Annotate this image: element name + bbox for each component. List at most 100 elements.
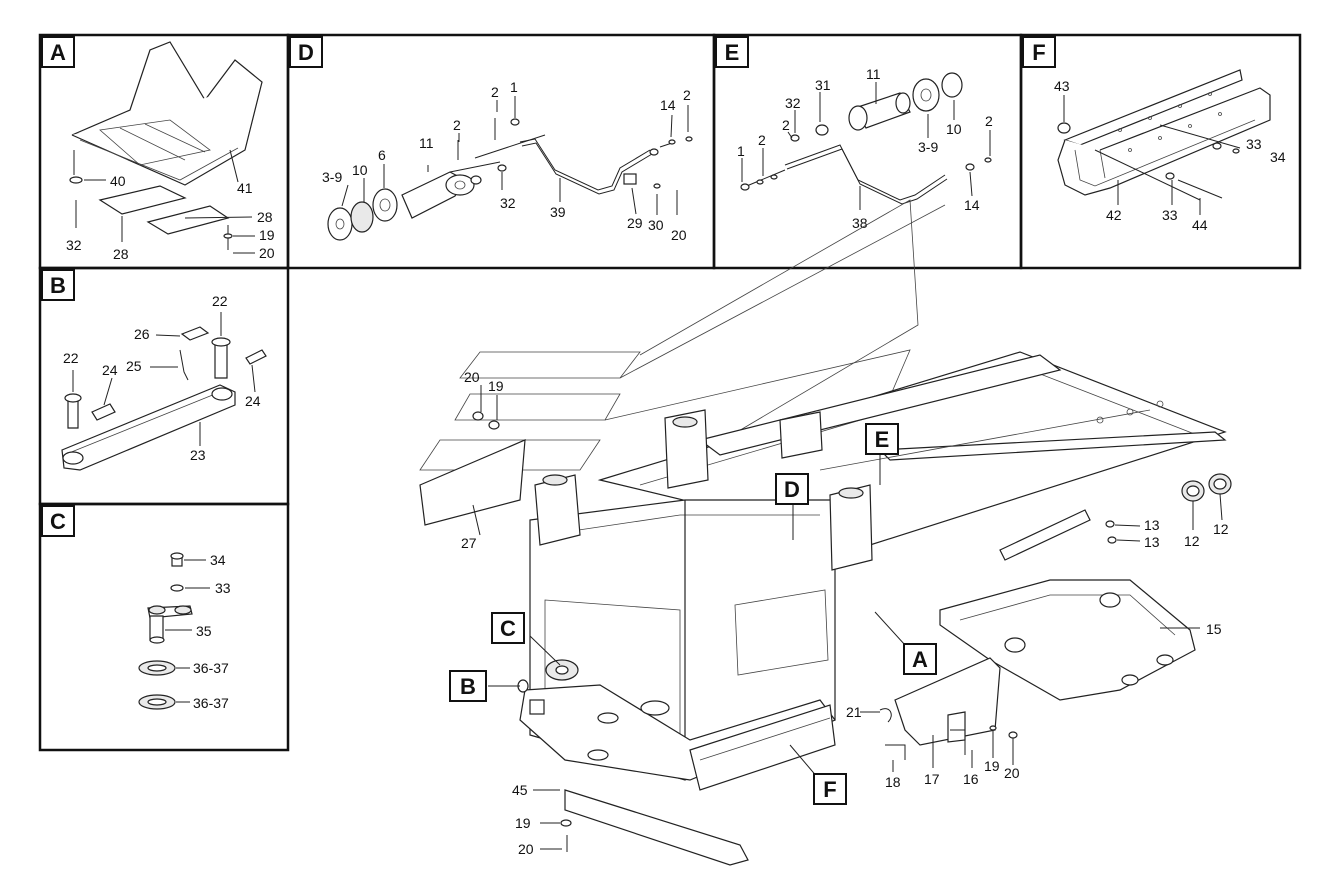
label: 45 <box>512 782 528 798</box>
panel-letter-a: A <box>41 36 75 68</box>
callout-f: F <box>813 773 847 805</box>
callout-d: D <box>775 473 809 505</box>
label: 11 <box>419 135 434 151</box>
label: 17 <box>924 771 940 787</box>
label: 34 <box>1270 149 1286 165</box>
label: 42 <box>1106 207 1122 223</box>
label: 19 <box>984 758 1000 774</box>
panel-b-labels: 22 26 25 22 24 24 23 <box>63 293 261 463</box>
label: 39 <box>550 204 566 220</box>
panel-e-drawing <box>740 72 992 210</box>
callout-e: E <box>865 423 899 455</box>
label: 28 <box>113 246 129 262</box>
callout-e-text: E <box>875 427 890 452</box>
panel-letter-c: C <box>41 505 75 537</box>
label: 12 <box>1213 521 1229 537</box>
label: 35 <box>196 623 212 639</box>
label: 11 <box>866 66 881 82</box>
label: 2 <box>453 117 461 133</box>
label: 32 <box>785 95 801 111</box>
panel-b-drawing <box>61 312 267 471</box>
label: 27 <box>461 535 477 551</box>
label: 14 <box>964 197 980 213</box>
label: 20 <box>259 245 275 261</box>
label: 25 <box>126 358 142 374</box>
callout-f-text: F <box>823 777 836 802</box>
label: 12 <box>1184 533 1200 549</box>
label: 33 <box>1246 136 1262 152</box>
label: 40 <box>110 173 126 189</box>
label: 18 <box>885 774 901 790</box>
callout-d-text: D <box>784 477 800 502</box>
label: 13 <box>1144 517 1160 533</box>
panel-c-labels: 34 33 35 36-37 36-37 <box>193 552 231 711</box>
label: 2 <box>683 87 691 103</box>
label: 33 <box>215 580 231 596</box>
panel-a-labels: 40 41 32 28 28 19 20 <box>66 173 275 262</box>
label: 22 <box>212 293 228 309</box>
panel-f-drawing <box>1057 69 1271 215</box>
callout-c-text: C <box>500 616 516 641</box>
label: 19 <box>488 378 504 394</box>
panel-c-drawing <box>138 552 210 710</box>
label: 6 <box>378 147 386 163</box>
panel-f-labels: 43 33 34 42 33 44 <box>1054 78 1286 233</box>
label: 2 <box>758 132 766 148</box>
label: 33 <box>1162 207 1178 223</box>
label: 22 <box>63 350 79 366</box>
label: 36-37 <box>193 660 229 676</box>
label: 20 <box>464 369 480 385</box>
label: 32 <box>66 237 82 253</box>
panel-frames <box>38 33 1302 752</box>
label: 26 <box>134 326 150 342</box>
label: 28 <box>257 209 273 225</box>
callout-a: A <box>903 643 937 675</box>
label: 2 <box>491 84 499 100</box>
label: 2 <box>985 113 993 129</box>
label: 21 <box>846 704 862 720</box>
label: 24 <box>245 393 261 409</box>
callout-a-text: A <box>912 647 928 672</box>
label: 10 <box>352 162 368 178</box>
panel-d-labels: 1 2 2 14 2 11 3-9 10 6 32 39 29 30 20 <box>322 79 691 243</box>
label: 13 <box>1144 534 1160 550</box>
panel-letter-e-text: E <box>725 40 740 65</box>
label: 41 <box>237 180 253 196</box>
label: 19 <box>259 227 275 243</box>
panel-d-drawing <box>327 96 693 241</box>
label: 3-9 <box>322 169 342 185</box>
label: 32 <box>500 195 516 211</box>
callout-c: C <box>491 612 525 644</box>
label: 3-9 <box>918 139 938 155</box>
label: 1 <box>737 143 745 159</box>
panel-letter-d-text: D <box>298 40 314 65</box>
label: 29 <box>627 215 643 231</box>
main-labels: 20 19 27 13 13 12 12 15 21 18 17 16 19 2… <box>461 369 1229 857</box>
label: 31 <box>815 77 831 93</box>
label: 24 <box>102 362 118 378</box>
panel-letter-c-text: C <box>50 509 66 534</box>
panel-letter-b-text: B <box>50 273 66 298</box>
label: 43 <box>1054 78 1070 94</box>
panel-letter-f: F <box>1022 36 1056 68</box>
label: 36-37 <box>193 695 229 711</box>
panel-letter-a-text: A <box>50 40 66 65</box>
callout-b: B <box>449 670 487 702</box>
label: 44 <box>1192 217 1208 233</box>
panel-letter-b: B <box>41 269 75 301</box>
label: 23 <box>190 447 206 463</box>
label: 14 <box>660 97 676 113</box>
callout-b-text: B <box>460 674 476 699</box>
label: 20 <box>671 227 687 243</box>
label: 1 <box>510 79 518 95</box>
label: 20 <box>1004 765 1020 781</box>
label: 16 <box>963 771 979 787</box>
panel-letter-e: E <box>715 36 749 68</box>
label: 10 <box>946 121 962 137</box>
label: 20 <box>518 841 534 857</box>
label: 30 <box>648 217 664 233</box>
panel-letter-f-text: F <box>1032 40 1045 65</box>
label: 2 <box>782 117 790 133</box>
panel-e-labels: 11 31 32 2 1 2 10 3-9 2 38 14 <box>737 66 993 231</box>
